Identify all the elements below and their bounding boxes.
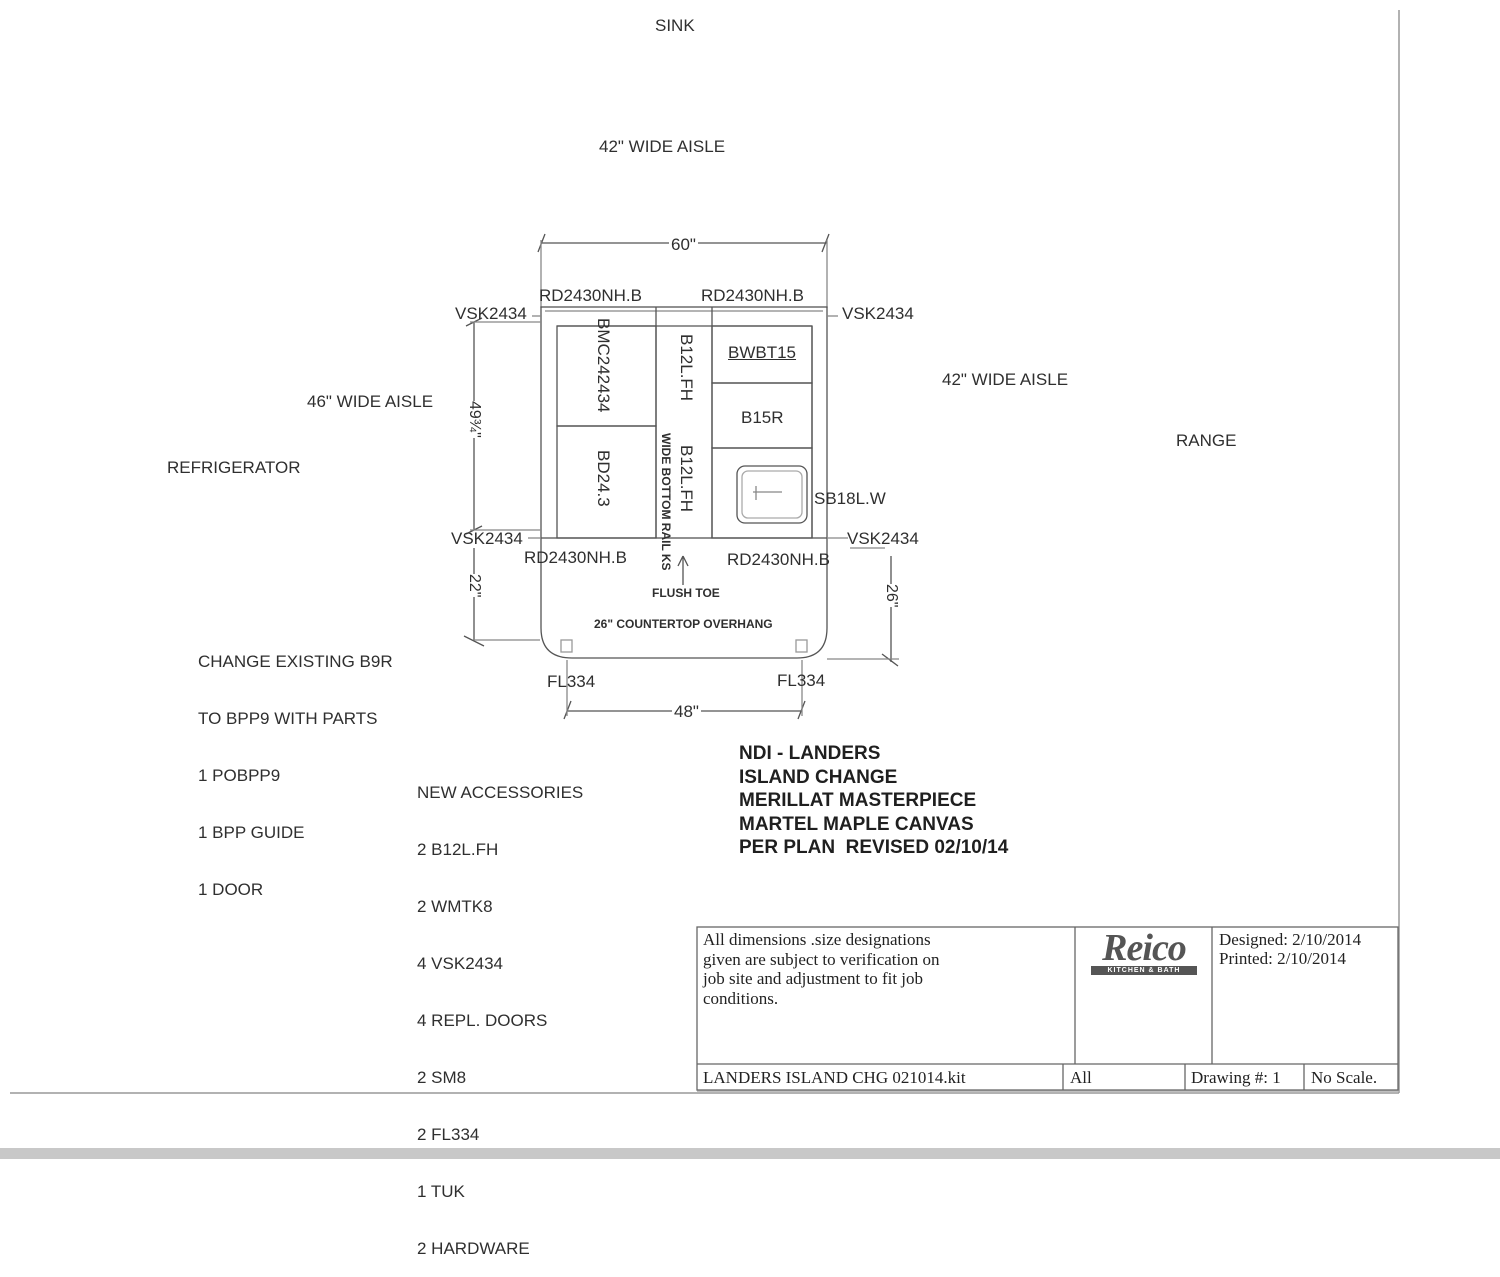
aisle-left-label: 46" WIDE AISLE — [307, 392, 434, 411]
bwbt-label: BWBT15 — [728, 343, 797, 362]
accessories-list: NEW ACCESSORIES 2 B12L.FH 2 WMTK8 4 VSK2… — [417, 745, 583, 1277]
bd-label: BD24.3 — [594, 450, 613, 507]
logo-subtitle: KITCHEN & BATH — [1091, 966, 1197, 975]
countertop-overhang-outline — [540, 538, 828, 659]
change-note: CHANGE EXISTING B9R TO BPP9 WITH PARTS 1… — [198, 614, 393, 918]
rd-top-right-label: RD2430NH.B — [701, 286, 804, 305]
vsk-bottom-right-label: VSK2434 — [847, 529, 919, 548]
vsk-bottom-left-label: VSK2434 — [451, 529, 523, 548]
change-note-line: CHANGE EXISTING B9R — [198, 652, 393, 671]
accessories-heading: NEW ACCESSORIES — [417, 783, 584, 802]
dim-48-label: 48" — [672, 702, 701, 721]
disclaimer-line: job site and adjustment to fit job — [703, 969, 924, 988]
sink-label: SINK — [655, 16, 695, 35]
sb-cabinet — [711, 447, 813, 539]
project-line: MARTEL MAPLE CANVAS — [739, 813, 974, 835]
project-line: ISLAND CHANGE — [739, 766, 898, 788]
flush-toe-label: FLUSH TOE — [652, 586, 720, 600]
fl-left-filler — [560, 639, 573, 653]
dim-60-label: 60" — [669, 235, 698, 254]
rd-bottom-right-label: RD2430NH.B — [727, 550, 830, 569]
change-note-line: 1 POBPP9 — [198, 766, 281, 785]
project-line: NDI - LANDERS — [739, 743, 881, 764]
rail-label: WIDE BOTTOM RAIL KS — [659, 433, 673, 571]
project-info: NDI - LANDERS ISLAND CHANGE MERILLAT MAS… — [739, 742, 1008, 860]
rd-top-left-label: RD2430NH.B — [539, 286, 642, 305]
vsk-top-right-label: VSK2434 — [842, 304, 914, 323]
project-line: MERILLAT MASTERPIECE — [739, 790, 977, 811]
disclaimer-line: given are subject to verification on — [703, 949, 940, 969]
disclaimer-text: All dimensions .size designations given … — [703, 930, 940, 1008]
range-label: RANGE — [1176, 431, 1237, 450]
change-note-line: TO BPP9 WITH PARTS — [198, 709, 378, 728]
change-note-line: 1 BPP GUIDE — [198, 823, 305, 842]
designed-date: Designed: 2/10/2014 — [1219, 930, 1362, 949]
refrigerator-label: REFRIGERATOR — [167, 458, 301, 477]
sink-basin-icon — [736, 465, 808, 524]
accessory-item: 4 VSK2434 — [417, 954, 504, 973]
overhang-label: 26" COUNTERTOP OVERHANG — [594, 617, 773, 631]
accessory-item: 2 WMTK8 — [417, 897, 493, 916]
title-block-frame — [696, 926, 1399, 1091]
accessory-item: 2 SM8 — [417, 1068, 467, 1087]
drawing-number: Drawing #: 1 — [1191, 1068, 1281, 1087]
project-line: PER PLAN REVISED 02/10/14 — [739, 837, 1009, 858]
reico-logo: Reico KITCHEN & BATH — [1089, 929, 1199, 977]
change-note-line: 1 DOOR — [198, 880, 264, 899]
scale-note: No Scale. — [1311, 1068, 1378, 1087]
dim-left-overhang-label: 22" — [466, 574, 483, 598]
fl-right-label: FL334 — [777, 671, 826, 690]
aisle-right-label: 42" WIDE AISLE — [942, 370, 1069, 389]
accessory-item: 2 B12L.FH — [417, 840, 499, 859]
scan-edge — [0, 1148, 1500, 1159]
accessory-item: 2 FL334 — [417, 1125, 480, 1144]
vsk-top-left-label: VSK2434 — [455, 304, 527, 323]
accessory-item: 2 HARDWARE — [417, 1239, 530, 1258]
file-name: LANDERS ISLAND CHG 021014.kit — [703, 1068, 966, 1087]
accessory-item: 4 REPL. DOORS — [417, 1011, 548, 1030]
island-outline — [540, 306, 828, 539]
island-plan-drawing — [0, 10, 1500, 1159]
aisle-top-label: 42" WIDE AISLE — [599, 137, 726, 156]
fl-left-label: FL334 — [547, 672, 596, 691]
b15r-label: B15R — [741, 408, 784, 427]
disclaimer-line: All dimensions .size designations — [703, 930, 931, 949]
dim-left-depth-label: 49¾" — [466, 401, 483, 438]
view-name: All — [1070, 1068, 1092, 1087]
disclaimer-line: conditions. — [703, 988, 779, 1008]
dim-right-overhang-label: 26" — [883, 584, 900, 608]
accessory-item: 1 TUK — [417, 1182, 465, 1201]
rd-bottom-left-label: RD2430NH.B — [524, 548, 627, 567]
sb-label: SB18L.W — [814, 489, 886, 508]
fl-right-filler — [795, 639, 808, 653]
logo-wordmark: Reico — [1102, 927, 1187, 969]
b12-top-label: B12L.FH — [677, 334, 696, 402]
printed-date: Printed: 2/10/2014 — [1219, 949, 1347, 968]
b12-bottom-label: B12L.FH — [677, 445, 696, 513]
bmc-label: BMC242434 — [594, 318, 613, 413]
